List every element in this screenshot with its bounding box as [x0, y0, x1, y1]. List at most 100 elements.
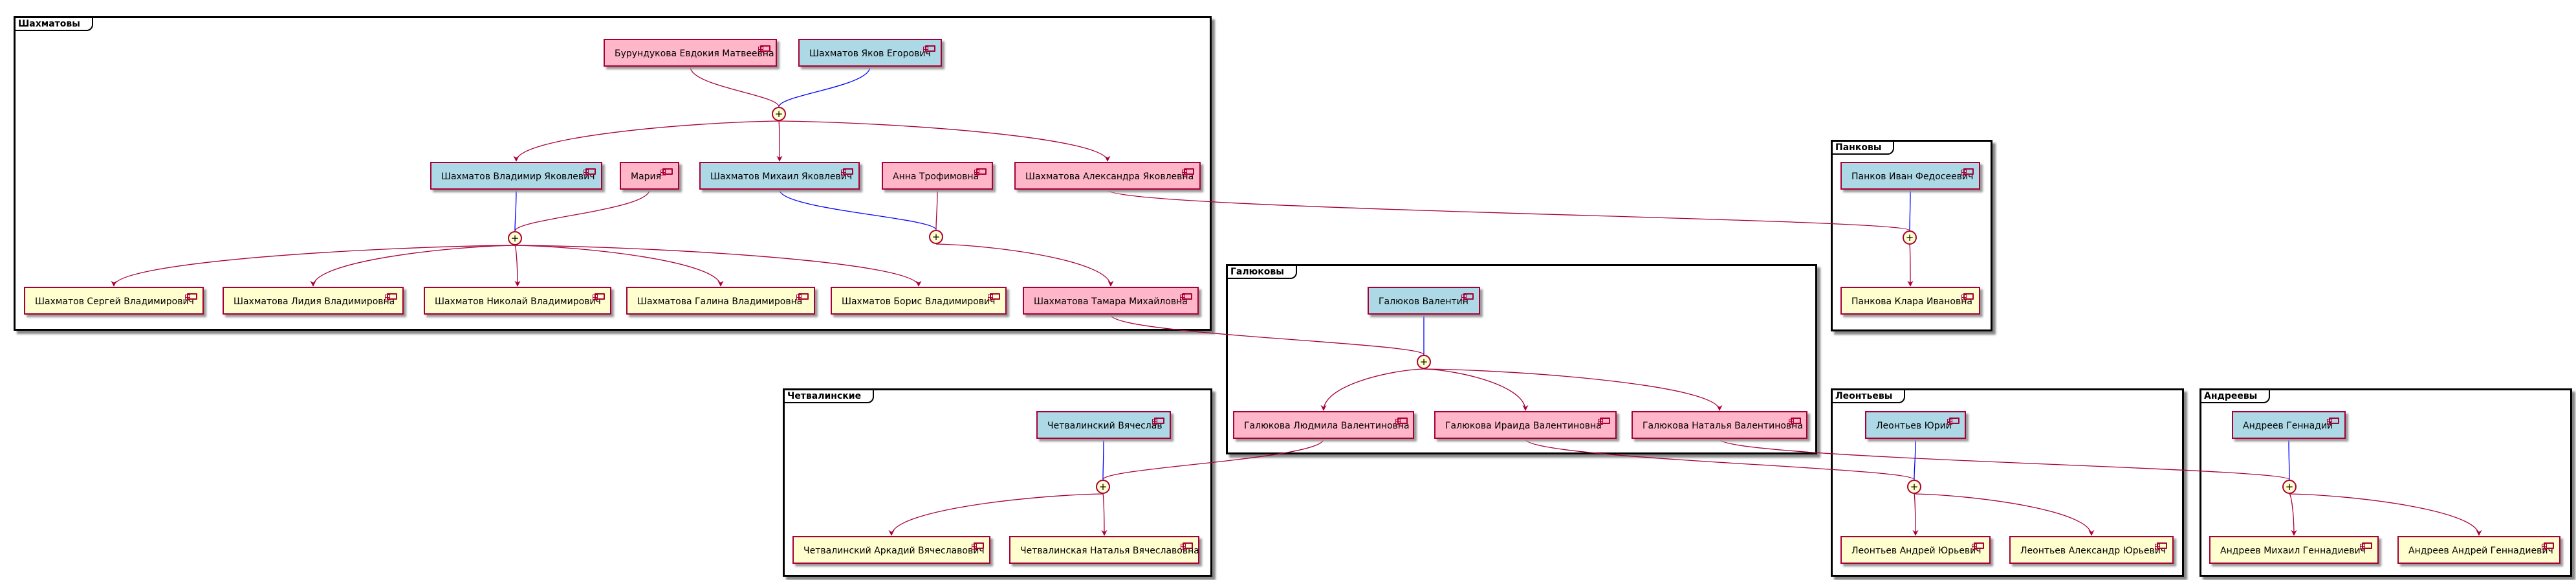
person-node-mikhail[interactable]: Шахматов Михаил Яковлевич: [699, 162, 860, 190]
component-icon: [1181, 542, 1193, 550]
child-edge: [111, 245, 516, 287]
person-name: Шахматова Лидия Владимировна: [234, 296, 395, 307]
person-name: Шахматова Тамара Михайловна: [1034, 296, 1188, 307]
person-name: Леонтьев Андрей Юрьевич: [1851, 546, 1981, 556]
component-icon: [660, 168, 673, 175]
person-name: Шахматов Михаил Яковлевич: [710, 172, 853, 182]
child-edge: [776, 120, 783, 162]
child-edge: [514, 245, 521, 287]
person-name: Шахматова Александра Яковлевна: [1025, 172, 1194, 182]
component-icon: [2327, 418, 2339, 425]
union-node[interactable]: +: [772, 107, 786, 121]
person-node-alexandra[interactable]: Шахматова Александра Яковлевна: [1014, 162, 1201, 190]
child-edge: [1423, 368, 1723, 411]
person-node-maria[interactable]: Мария: [620, 162, 679, 190]
person-name: Анна Трофимовна: [893, 172, 979, 182]
component-icon: [1961, 168, 1974, 175]
person-node-nikolay[interactable]: Шахматов Николай Владимирович: [424, 287, 611, 315]
person-node-galina[interactable]: Шахматова Галина Владимировна: [626, 287, 815, 315]
person-node-sergey[interactable]: Шахматов Сергей Владимирович: [24, 287, 204, 315]
family-label: Панковы: [1833, 142, 1895, 155]
person-node-gennadiy[interactable]: Андреев Геннадий: [2232, 411, 2346, 439]
person-name: Мария: [631, 172, 662, 182]
person-node-valentin[interactable]: Галюков Валентин: [1368, 287, 1480, 315]
person-name: Леонтьев Александр Юрьевич: [2020, 546, 2167, 556]
person-node-lidia[interactable]: Шахматова Лидия Владимировна: [223, 287, 404, 315]
person-node-iraida[interactable]: Галюкова Ираида Валентиновна: [1434, 411, 1617, 439]
component-icon: [1972, 542, 1984, 550]
component-icon: [1180, 293, 1192, 300]
person-node-lyudmila[interactable]: Галюкова Людмила Валентиновна: [1233, 411, 1414, 439]
component-icon: [1598, 418, 1610, 425]
component-icon: [584, 168, 596, 175]
person-node-boris[interactable]: Шахматов Борис Владимирович: [831, 287, 1007, 315]
person-name: Андреев Андрей Геннадиевич: [2408, 546, 2553, 556]
person-node-natalia-g[interactable]: Галюкова Наталья Валентиновна: [1632, 411, 1807, 439]
child-edge: [1914, 493, 2095, 536]
union-node[interactable]: +: [1907, 480, 1921, 494]
parent-edge: [1102, 438, 1324, 480]
person-node-andrey-l[interactable]: Леонтьев Андрей Юрьевич: [1840, 536, 1991, 564]
union-node[interactable]: +: [2282, 480, 2297, 494]
child-edge: [1423, 368, 1529, 411]
person-name: Шахматов Владимир Яковлевич: [441, 172, 595, 182]
component-icon: [1152, 418, 1164, 425]
person-node-ivan[interactable]: Панков Иван Федосеевич: [1840, 162, 1980, 190]
parent-edge: [1525, 438, 1915, 480]
family-label: Леонтьевы: [1833, 390, 1906, 403]
parent-edge: [1107, 189, 1910, 231]
person-node-tamara[interactable]: Шахматова Тамара Михайловна: [1023, 287, 1199, 315]
person-node-klara[interactable]: Панкова Клара Ивановна: [1840, 287, 1980, 315]
person-name: Панкова Клара Ивановна: [1851, 296, 1972, 307]
component-icon: [972, 542, 984, 550]
parent-edge: [778, 66, 871, 107]
component-icon: [758, 45, 770, 52]
family-label: Четвалинские: [785, 390, 875, 403]
component-icon: [1961, 293, 1974, 300]
component-icon: [1789, 418, 1801, 425]
parent-edge: [1102, 438, 1104, 480]
component-icon: [385, 293, 397, 300]
parent-edge: [1914, 438, 1916, 480]
child-edge: [1320, 368, 1424, 411]
person-node-andrey-a[interactable]: Андреев Андрей Геннадиевич: [2397, 536, 2560, 564]
person-name: Четвалинская Наталья Вячеславовна: [1020, 546, 1199, 556]
person-node-burundukova[interactable]: Бурундукова Евдокия Матвеевна: [604, 39, 777, 67]
person-node-mikhail-a[interactable]: Андреев Михаил Геннадиевич: [2209, 536, 2379, 564]
person-node-vyacheslav[interactable]: Четвалинский Вячеслав: [1036, 411, 1171, 439]
person-name: Четвалинский Аркадий Вячеславович: [803, 546, 985, 556]
union-node[interactable]: +: [1096, 480, 1110, 494]
component-icon: [974, 168, 987, 175]
parent-edge: [1719, 438, 2290, 480]
component-icon: [2360, 542, 2372, 550]
child-edge: [935, 243, 1114, 287]
union-node[interactable]: +: [508, 231, 522, 245]
person-node-natalia-ch[interactable]: Четвалинская Наталья Вячеславовна: [1009, 536, 1199, 564]
person-name: Шахматов Борис Владимирович: [842, 296, 996, 307]
person-node-anna[interactable]: Анна Трофимовна: [882, 162, 993, 190]
component-icon: [185, 293, 197, 300]
person-node-vladimir[interactable]: Шахматов Владимир Яковлевич: [430, 162, 602, 190]
parent-edge: [1110, 314, 1424, 355]
person-node-arkadiy[interactable]: Четвалинский Аркадий Вячеславович: [792, 536, 990, 564]
component-icon: [2155, 542, 2167, 550]
person-node-yuriy[interactable]: Леонтьев Юрий: [1865, 411, 1966, 439]
component-icon: [1947, 418, 1959, 425]
child-edge: [888, 493, 1104, 536]
person-node-alexander-l[interactable]: Леонтьев Александр Юрьевич: [2009, 536, 2174, 564]
union-node[interactable]: +: [929, 230, 943, 244]
person-name: Бурундукова Евдокия Матвеевна: [615, 49, 774, 59]
family-frame-shakhmatovy: Шахматовы: [14, 16, 1212, 331]
child-edge: [1912, 493, 1919, 536]
component-icon: [2542, 542, 2554, 550]
child-edge: [310, 245, 516, 287]
person-name: Галюков Валентин: [1379, 296, 1468, 307]
union-node[interactable]: +: [1903, 230, 1917, 245]
person-node-yakov[interactable]: Шахматов Яков Егорович: [798, 39, 942, 67]
child-edge: [778, 120, 1111, 162]
union-node[interactable]: +: [1417, 355, 1431, 369]
person-name: Панков Иван Федосеевич: [1851, 172, 1974, 182]
child-edge: [513, 120, 780, 162]
component-icon: [923, 45, 935, 52]
